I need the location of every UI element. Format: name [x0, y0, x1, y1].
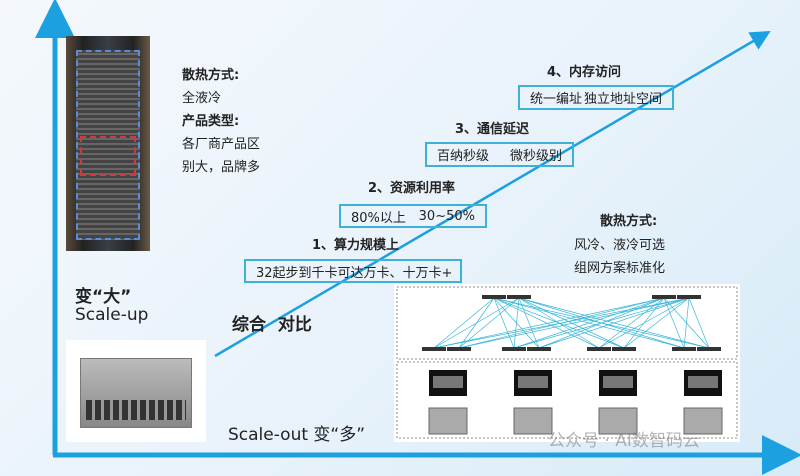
comparison-box-1: 32起步到千卡可达万卡、十万卡+: [244, 259, 462, 283]
scale-up-product-line1: 各厂商产品区: [182, 137, 261, 152]
scale-up-value: 百纳秒级: [437, 149, 490, 164]
scale-out-cooling-label: 散热方式:: [600, 214, 658, 229]
scale-out-value: 30~50%: [418, 208, 475, 224]
scale-out-value: 独立地址空间: [583, 92, 662, 107]
network-topology-diagram: [394, 284, 740, 442]
comparison-heading-4: 4、内存访问: [547, 65, 622, 80]
scale-out-server-image: [66, 340, 206, 442]
scale-out-value: 可达万卡、十万卡+: [337, 265, 453, 281]
trend-arrow: [214, 30, 771, 358]
watermark: 公众号 · AI数智码云: [548, 431, 700, 451]
center-label: 综合 对比: [232, 315, 312, 335]
comparison-box-2: 80%以上 30~50%: [339, 204, 487, 228]
comparison-box-3: 百纳秒级 微秒级别: [425, 142, 574, 167]
scale-out-cooling-value: 风冷、液冷可选: [574, 238, 666, 253]
scale-out-network: 组网方案标准化: [574, 261, 666, 276]
scale-up-cooling-label: 散热方式:: [182, 68, 240, 83]
scale-up-title-en: Scale-up: [75, 305, 149, 325]
comparison-box-4: 统一编址独立地址空间: [518, 85, 674, 110]
scale-up-product-line2: 别大，品牌多: [182, 160, 261, 175]
comparison-heading-1: 1、算力规模上: [312, 238, 400, 253]
scale-out-title: Scale-out 变“多”: [228, 425, 366, 445]
scale-up-value: 统一编址: [530, 92, 583, 107]
scale-up-cooling-value: 全液冷: [182, 91, 222, 106]
comparison-heading-3: 3、通信延迟: [455, 122, 530, 137]
scale-up-value: 80%以上: [351, 210, 406, 226]
scale-up-value: 32起步到千卡: [256, 265, 338, 281]
scale-up-product-label: 产品类型:: [182, 114, 240, 129]
scale-up-title-cn: 变“大”: [75, 287, 132, 307]
scale-out-value: 微秒级别: [509, 149, 562, 164]
comparison-heading-2: 2、资源利用率: [368, 181, 456, 196]
scale-up-rack-image: [66, 36, 150, 251]
